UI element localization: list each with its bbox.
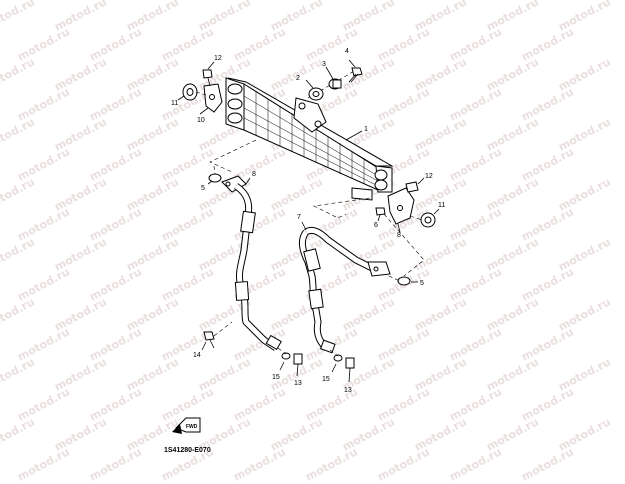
callout-3: 3 <box>322 61 326 68</box>
diagram-reference-code: 1S41280-E070 <box>164 447 211 454</box>
callout-14: 14 <box>193 352 201 359</box>
right-bracket-assembly <box>375 177 440 233</box>
left-bracket-assembly <box>177 61 223 115</box>
callout-15-left: 15 <box>272 374 280 381</box>
o-ring-right <box>397 276 418 286</box>
callout-12-right: 12 <box>425 173 433 180</box>
callout-6-bolt: 6 <box>374 222 378 229</box>
top-bracket <box>293 97 327 133</box>
callout-2: 2 <box>296 75 300 82</box>
fwd-label: FWD <box>186 424 198 430</box>
o-ring-upper <box>207 173 222 185</box>
callout-4: 4 <box>345 48 349 55</box>
callout-12-left: 12 <box>214 55 222 62</box>
callout-13-right: 13 <box>344 387 352 394</box>
callout-5-upper: 5 <box>201 185 205 192</box>
cooler-fins <box>255 92 365 184</box>
gaskets-and-bolts <box>277 347 355 383</box>
callout-1: 1 <box>364 126 368 133</box>
callout-5-right: 5 <box>420 280 424 287</box>
callout-11-left: 11 <box>171 100 178 107</box>
callout-8-hose: 8 <box>252 171 256 178</box>
callout-13-left: 13 <box>294 380 302 387</box>
callout-10: 10 <box>197 117 205 124</box>
bolt-14 <box>201 321 233 351</box>
top-fasteners <box>305 59 363 101</box>
oil-cooler-diagram: 1 2 3 4 5 5 6 8 7 8 10 11 11 12 12 13 13… <box>171 48 445 434</box>
callout-labels: 1 2 3 4 5 5 6 8 7 8 10 11 11 12 12 13 13… <box>171 48 445 394</box>
oil-hose-left <box>221 175 282 351</box>
callout-15-right: 15 <box>322 376 330 383</box>
oil-hose-right <box>298 221 391 354</box>
callout-8-bracket: 8 <box>397 232 401 239</box>
callout-11-right: 11 <box>438 202 445 209</box>
fwd-arrow-icon: FWD <box>172 417 201 434</box>
callout-7: 7 <box>297 214 301 221</box>
